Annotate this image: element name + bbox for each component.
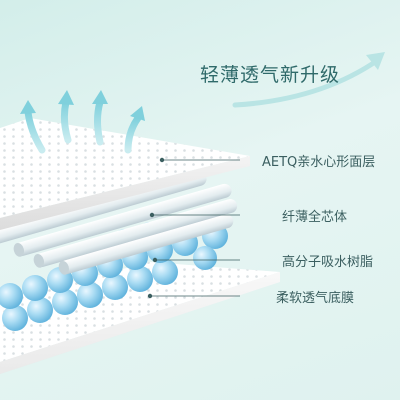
layer-label-polymer: 高分子吸水树脂 <box>282 255 374 270</box>
top-sheet-layer <box>0 118 250 230</box>
breathability-arrows-icon <box>24 98 142 154</box>
layer-label-bottom-film: 柔软透气底膜 <box>276 291 355 306</box>
leader-lines <box>150 159 240 297</box>
layer-label-core: 纤薄全芯体 <box>282 210 348 225</box>
upgrade-swoosh-icon <box>232 52 385 108</box>
layer-label-top-sheet: AETQ亲水心形面层 <box>262 155 376 170</box>
headline: 轻薄透气新升级 <box>200 64 341 86</box>
arrowheads <box>20 90 145 121</box>
leader-dots <box>147 157 165 299</box>
